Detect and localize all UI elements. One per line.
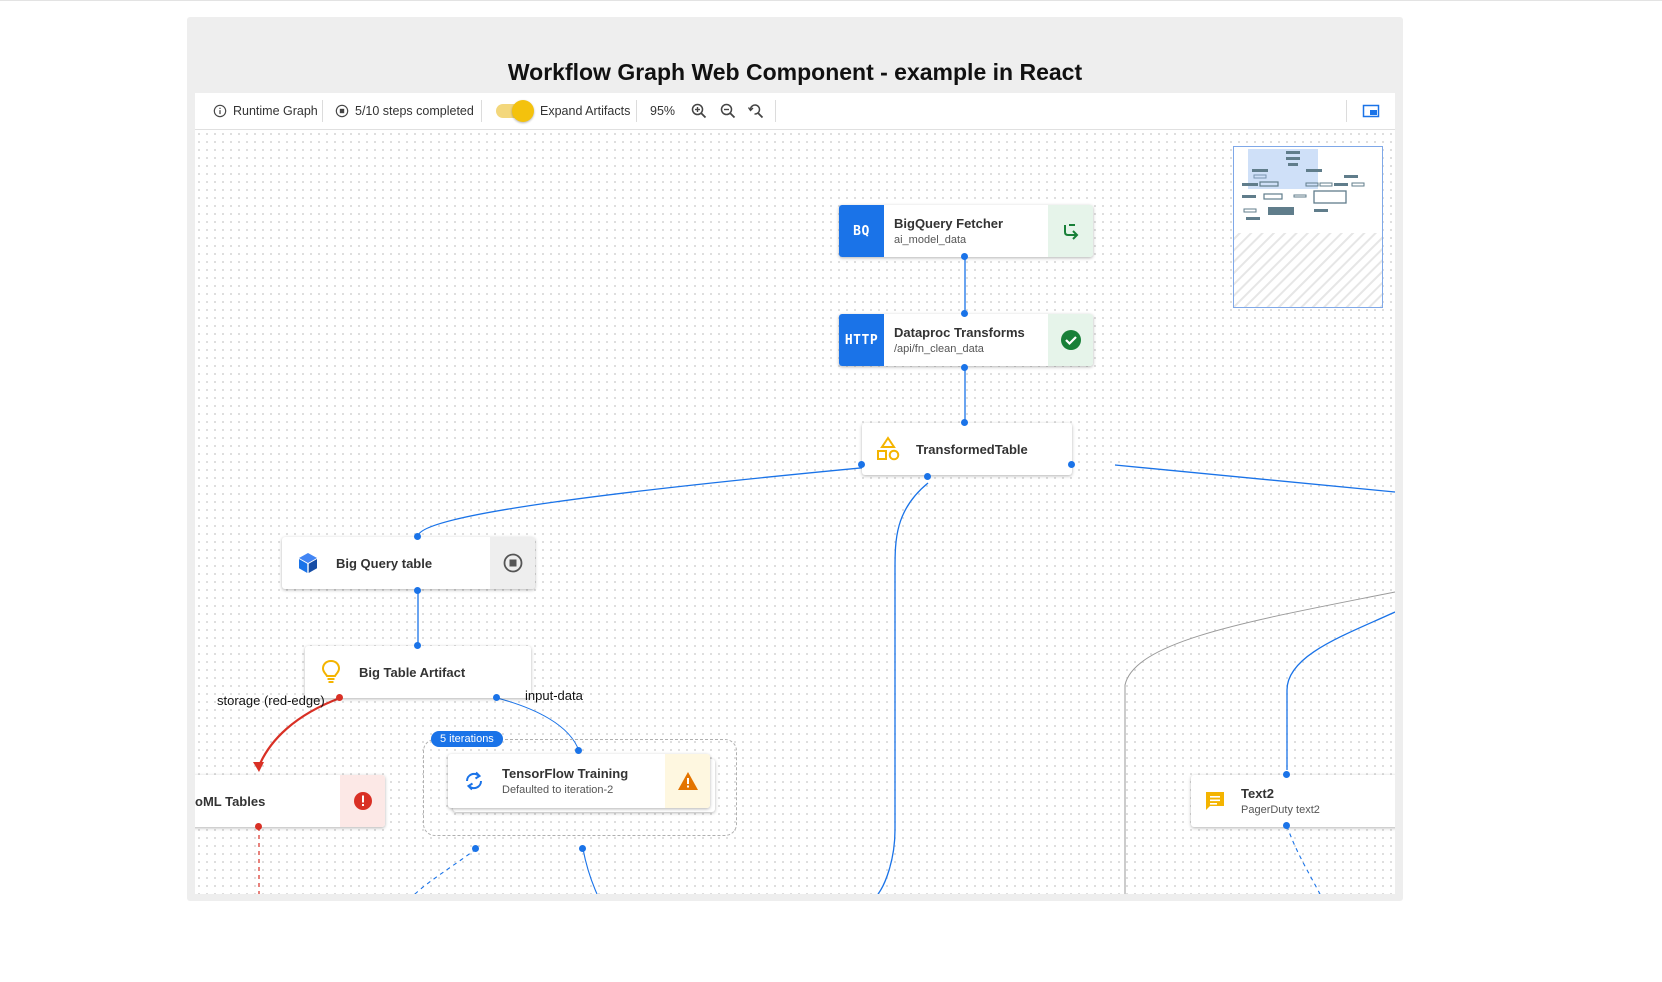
port[interactable] <box>961 419 968 426</box>
port[interactable] <box>493 694 500 701</box>
node-status <box>665 754 710 808</box>
zoom-reset-icon[interactable] <box>747 102 765 120</box>
iterations-badge[interactable]: 5 iterations <box>431 731 503 747</box>
port[interactable] <box>1283 771 1290 778</box>
warning-icon <box>677 772 698 790</box>
iteration-group <box>423 739 737 836</box>
node-title: TensorFlow Training <box>502 766 629 781</box>
node-text2[interactable]: Text2 PagerDuty text2 <box>1191 775 1395 827</box>
port[interactable] <box>414 587 421 594</box>
toolbar-divider <box>1346 100 1347 122</box>
minimap[interactable] <box>1233 146 1383 308</box>
node-title: TransformedTable <box>916 441 1028 457</box>
expand-artifacts-toggle[interactable]: Expand Artifacts <box>496 93 630 129</box>
lightbulb-icon <box>321 659 341 683</box>
port[interactable] <box>1068 461 1075 468</box>
node-title: BigQuery Fetcher <box>894 216 1004 231</box>
edge-label-input-data: input-data <box>525 688 583 703</box>
node-status <box>1048 205 1093 257</box>
port[interactable] <box>858 461 865 468</box>
zoom-level: 95% <box>650 93 675 129</box>
node-status <box>340 775 385 827</box>
steps-completed-label: 5/10 steps completed <box>355 104 474 118</box>
stop-icon <box>503 553 522 573</box>
top-border <box>0 0 1662 1</box>
steps-status: 5/10 steps completed <box>335 93 474 129</box>
edge-label-storage: storage (red-edge) <box>217 693 325 708</box>
port[interactable] <box>1283 822 1290 829</box>
node-status <box>1048 314 1093 366</box>
info-icon <box>213 104 227 118</box>
toolbar-divider <box>481 100 482 122</box>
port[interactable] <box>255 823 262 830</box>
port[interactable] <box>961 253 968 260</box>
node-automl-tables[interactable]: oML Tables <box>195 775 385 827</box>
port[interactable] <box>579 845 586 852</box>
node-title: Dataproc Transforms <box>894 325 1025 340</box>
node-title: oML Tables <box>195 793 266 809</box>
zoom-in-icon[interactable] <box>690 102 708 120</box>
node-title: Text2 <box>1241 786 1274 801</box>
port[interactable] <box>924 473 931 480</box>
port[interactable] <box>961 364 968 371</box>
node-subtitle: PagerDuty text2 <box>1241 804 1320 816</box>
runtime-graph-button[interactable]: Runtime Graph <box>213 93 318 129</box>
message-icon <box>1206 792 1224 810</box>
node-dataproc-transforms[interactable]: HTTP Dataproc Transforms /api/fn_clean_d… <box>839 314 1093 366</box>
graph-toolbar: Runtime Graph 5/10 steps completed Expan… <box>195 93 1395 130</box>
expand-artifacts-label: Expand Artifacts <box>540 104 631 118</box>
retry-arrow-icon <box>1063 224 1078 240</box>
loop-icon <box>465 771 483 791</box>
port[interactable] <box>575 747 582 754</box>
node-big-query-table[interactable]: Big Query table <box>282 537 535 589</box>
toolbar-divider <box>636 100 637 122</box>
node-title: Big Query table <box>336 555 433 571</box>
toolbar-divider <box>322 100 323 122</box>
port[interactable] <box>414 533 421 540</box>
node-title: Big Table Artifact <box>359 664 466 680</box>
node-type-badge: BQ <box>839 205 884 257</box>
port[interactable] <box>961 310 968 317</box>
port[interactable] <box>472 845 479 852</box>
toolbar-divider <box>775 100 776 122</box>
page-title: Workflow Graph Web Component - example i… <box>507 59 1083 85</box>
zoom-out-icon[interactable] <box>719 102 737 120</box>
runtime-graph-label: Runtime Graph <box>233 104 318 118</box>
stop-circle-icon <box>335 104 349 118</box>
graph-canvas[interactable]: BQ BigQuery Fetcher ai_model_data HTTP D… <box>195 130 1395 894</box>
node-subtitle: Defaulted to iteration-2 <box>502 784 614 796</box>
node-bigquery-fetcher[interactable]: BQ BigQuery Fetcher ai_model_data <box>839 205 1093 257</box>
cube-icon <box>299 553 317 573</box>
node-tensorflow-training[interactable]: TensorFlow Training Defaulted to iterati… <box>448 754 710 808</box>
node-subtitle: ai_model_data <box>894 234 967 246</box>
minimap-toggle-icon[interactable] <box>1362 102 1380 120</box>
toggle-knob <box>512 100 534 122</box>
node-type-badge: HTTP <box>839 314 884 366</box>
port[interactable] <box>336 694 343 701</box>
graph-edges <box>253 257 1395 894</box>
minimap-graphic <box>1234 149 1382 307</box>
zoom-level-label: 95% <box>650 104 676 118</box>
node-big-table-artifact[interactable]: Big Table Artifact <box>305 646 531 698</box>
check-circle-icon <box>1060 330 1081 350</box>
shapes-icon <box>877 436 900 461</box>
node-subtitle: /api/fn_clean_data <box>894 343 984 355</box>
node-status <box>490 537 535 589</box>
node-transformed-table[interactable]: TransformedTable <box>862 423 1072 475</box>
error-icon <box>353 792 372 810</box>
toggle-switch[interactable] <box>496 100 534 122</box>
component-frame: Workflow Graph Web Component - example i… <box>187 17 1403 901</box>
port[interactable] <box>414 642 421 649</box>
